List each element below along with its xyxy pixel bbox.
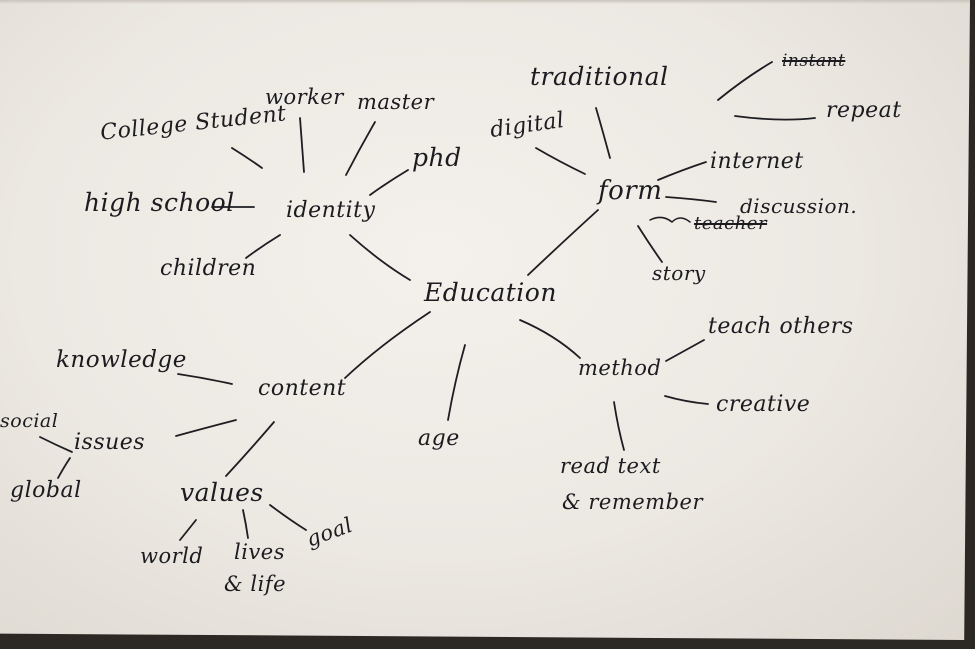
line-method-read — [613, 401, 625, 451]
line-center-method — [519, 319, 581, 359]
line-content-issues — [175, 419, 237, 437]
scribble-mark — [649, 216, 691, 224]
line-center-identity — [349, 234, 411, 281]
node-issues: issues — [74, 430, 146, 455]
node-discussion: discussion. — [740, 194, 858, 218]
line-issues-social — [39, 436, 73, 453]
node-traditional: traditional — [530, 62, 669, 91]
line-content-values — [225, 421, 275, 477]
line-form-instant — [717, 61, 773, 101]
node-worker: worker — [265, 85, 344, 109]
branch-age: age — [418, 426, 460, 451]
line-values-goal — [269, 504, 307, 531]
node-and-remember: & remember — [562, 490, 703, 514]
node-high-school: high school — [84, 188, 235, 217]
line-identity-college — [231, 147, 263, 169]
node-teach-others: teach others — [708, 314, 854, 339]
center-node: Education — [424, 278, 557, 307]
node-teacher-crossed: teacher — [694, 213, 768, 234]
branch-identity: identity — [286, 198, 376, 223]
line-form-repeat — [734, 115, 816, 121]
line-center-content — [344, 311, 431, 379]
node-master: master — [357, 90, 435, 114]
paper-edge — [0, 0, 970, 4]
line-form-story — [637, 225, 663, 263]
line-form-discussion — [665, 196, 717, 203]
node-repeat: repeat — [826, 98, 902, 123]
node-creative: creative — [716, 392, 811, 417]
node-instant: instant — [782, 51, 846, 71]
branch-content: content — [258, 376, 347, 401]
line-values-world — [179, 519, 197, 541]
line-form-digital — [535, 147, 586, 175]
node-read-text: read text — [560, 454, 661, 478]
line-identity-worker — [299, 117, 305, 173]
node-world: world — [140, 544, 204, 568]
node-knowledge: knowledge — [56, 347, 187, 373]
node-phd: phd — [412, 143, 462, 172]
node-and-life: & life — [224, 572, 287, 596]
line-form-traditional — [595, 107, 611, 159]
line-issues-global — [57, 457, 71, 479]
line-identity-master — [345, 121, 376, 176]
line-content-knowledge — [177, 373, 233, 385]
line-identity-children — [245, 234, 281, 259]
line-values-lives — [242, 509, 249, 539]
node-children: children — [160, 256, 257, 281]
node-story: story — [652, 261, 706, 285]
branch-method: method — [578, 356, 662, 380]
node-social: social — [0, 410, 59, 432]
branch-form: form — [598, 176, 663, 206]
node-global: global — [10, 478, 82, 503]
node-internet: internet — [710, 149, 804, 174]
line-form-internet — [657, 161, 707, 181]
branch-values: values — [180, 478, 264, 507]
line-method-creative — [664, 395, 709, 405]
line-center-form — [527, 209, 599, 276]
line-identity-phd — [369, 169, 409, 196]
line-method-teach — [665, 339, 705, 362]
line-center-age — [447, 344, 466, 421]
node-lives: lives — [234, 540, 286, 564]
